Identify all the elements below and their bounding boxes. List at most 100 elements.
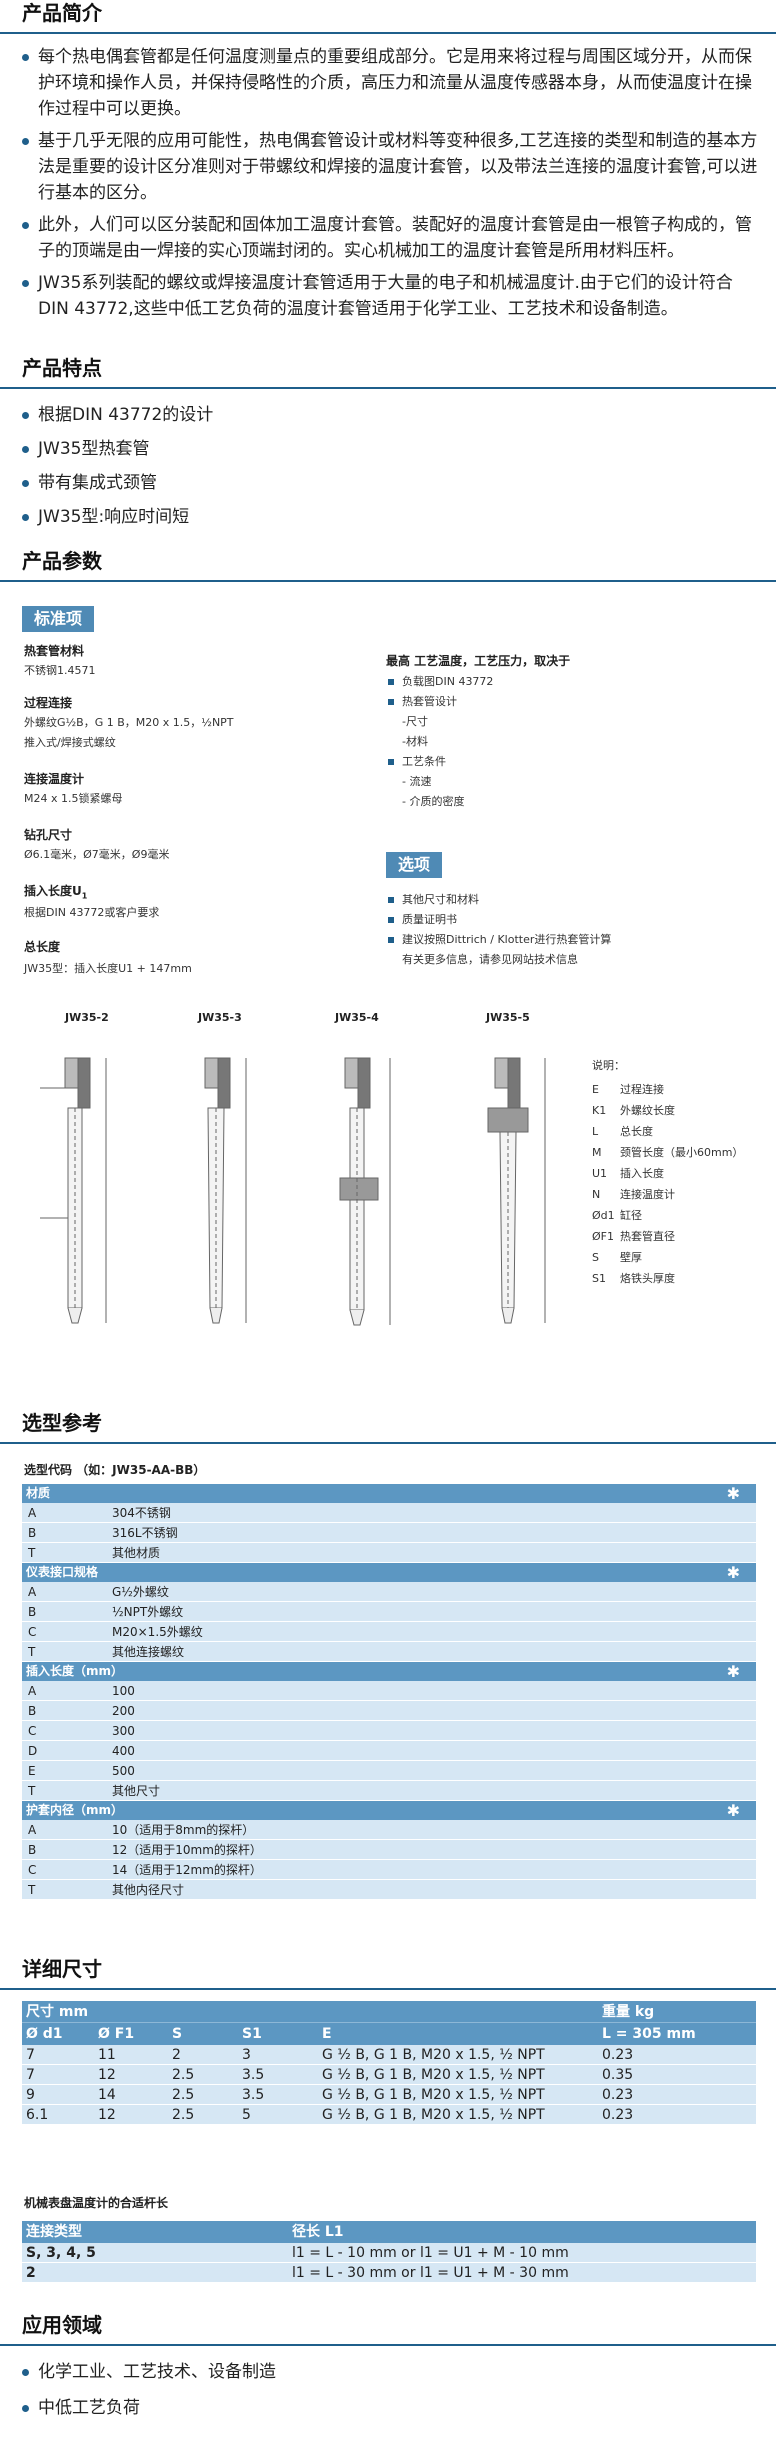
param-label: 总长度 bbox=[24, 940, 61, 954]
right-title: 最高 工艺温度，工艺压力，取决于 bbox=[386, 654, 571, 668]
list-item: JW35型热套管 bbox=[22, 436, 762, 462]
drawing-title: JW35-4 bbox=[335, 1011, 379, 1024]
drawing-title: JW35-5 bbox=[486, 1011, 530, 1024]
section-intro-heading: 产品简介 bbox=[0, 0, 776, 34]
legend-title: 说明： bbox=[592, 1059, 625, 1072]
mounting-table: 连接类型 径长 L1 S, 3, 4, 5 l1 = L - 10 mm or … bbox=[22, 2221, 756, 2283]
table-row: 2 l1 = L - 30 mm or l1 = U1 + M - 30 mm bbox=[22, 2263, 756, 2283]
section-selection-heading: 选型参考 bbox=[0, 1410, 776, 1444]
list-item: JW35型:响应时间短 bbox=[22, 504, 762, 530]
table-header: 连接类型 径长 L1 bbox=[22, 2221, 756, 2243]
list-item: 基于几乎无限的应用可能性，热电偶套管设计或材料等变种很多,工艺连接的类型和制造的… bbox=[22, 128, 762, 206]
list-item: 根据DIN 43772的设计 bbox=[22, 402, 762, 428]
drawing-jw35-2 bbox=[40, 1057, 107, 1324]
list-item: JW35系列装配的螺纹或焊接温度计套管适用于大量的电子和机械温度计.由于它们的设… bbox=[22, 270, 762, 322]
group-header: 材质✱ bbox=[22, 1484, 756, 1503]
list-item: 质量证明书 bbox=[386, 910, 611, 930]
options-list: 其他尺寸和材料 质量证明书 建议按照Dittrich / Klotter进行热套… bbox=[386, 890, 611, 970]
list-item: 工艺条件 bbox=[386, 752, 493, 772]
list-item: -材料 bbox=[402, 735, 428, 748]
table-header: Ø d1 Ø F1 S S1 E L = 305 mm bbox=[22, 2023, 756, 2045]
param-label: 连接温度计 bbox=[24, 772, 85, 786]
drawing-title: JW35-3 bbox=[198, 1011, 242, 1024]
list-item: 建议按照Dittrich / Klotter进行热套管计算 bbox=[386, 930, 611, 950]
param-value: 不锈钢1.4571 bbox=[24, 664, 96, 677]
param-value: 根据DIN 43772或客户要求 bbox=[24, 906, 160, 919]
list-item: 每个热电偶套管都是任何温度测量点的重要组成部分。它是用来将过程与周围区域分开，从… bbox=[22, 44, 762, 122]
selection-code-label: 选型代码 （如：JW35-AA-BB） bbox=[24, 1463, 206, 1477]
param-label: 钻孔尺寸 bbox=[24, 828, 73, 842]
list-item: - 流速 bbox=[402, 775, 432, 788]
options-tag: 选项 bbox=[386, 852, 443, 878]
param-value: 推入式/焊接式螺纹 bbox=[24, 736, 116, 749]
section-params-heading: 产品参数 bbox=[0, 548, 776, 582]
section-dimensions-heading: 详细尺寸 bbox=[0, 1956, 776, 1990]
list-item: 带有集成式颈管 bbox=[22, 470, 762, 496]
param-value: Ø6.1毫米，Ø7毫米，Ø9毫米 bbox=[24, 848, 170, 861]
section-features-heading: 产品特点 bbox=[0, 355, 776, 389]
param-value: JW35型：插入长度U1 + 147mm bbox=[24, 962, 192, 975]
param-label: 过程连接 bbox=[24, 696, 73, 710]
dimensions-table: 尺寸 mm 重量 kg Ø d1 Ø F1 S S1 E L = 305 mm … bbox=[22, 2001, 756, 2125]
right-list: 负载图DIN 43772 热套管设计 -尺寸 -材料 工艺条件 - 流速 - 介… bbox=[386, 672, 493, 812]
list-item: -尺寸 bbox=[402, 715, 428, 728]
standard-tag: 标准项 bbox=[22, 606, 95, 632]
intro-list: 每个热电偶套管都是任何温度测量点的重要组成部分。它是用来将过程与周围区域分开，从… bbox=[22, 44, 762, 322]
param-value: 外螺纹G½B，G 1 B，M20 x 1.5，½NPT bbox=[24, 716, 234, 729]
drawing-jw35-5 bbox=[487, 1057, 546, 1324]
drawing-title: JW35-2 bbox=[65, 1011, 109, 1024]
features-list: 根据DIN 43772的设计 JW35型热套管 带有集成式颈管 JW35型:响应… bbox=[22, 402, 762, 530]
list-item: 有关更多信息，请参见网站技术信息 bbox=[402, 953, 578, 966]
section-application-heading: 应用领域 bbox=[0, 2312, 776, 2346]
group-header: 护套内径（mm）✱ bbox=[22, 1801, 756, 1820]
table-row: S, 3, 4, 5 l1 = L - 10 mm or l1 = U1 + M… bbox=[22, 2243, 756, 2263]
application-list: 化学工业、工艺技术、设备制造 中低工艺负荷 bbox=[22, 2359, 762, 2421]
list-item: - 介质的密度 bbox=[402, 795, 465, 808]
list-item: 负载图DIN 43772 bbox=[386, 672, 493, 692]
drawing-jw35-4 bbox=[339, 1057, 391, 1326]
list-item: 化学工业、工艺技术、设备制造 bbox=[22, 2359, 762, 2385]
mounting-title: 机械表盘温度计的合适杆长 bbox=[24, 2196, 169, 2210]
list-item: 中低工艺负荷 bbox=[22, 2395, 762, 2421]
drawing-jw35-3 bbox=[204, 1057, 247, 1324]
list-item: 其他尺寸和材料 bbox=[386, 890, 611, 910]
list-item: 热套管设计 bbox=[386, 692, 493, 712]
group-header: 仪表接口规格✱ bbox=[22, 1563, 756, 1582]
group-header: 插入长度（mm）✱ bbox=[22, 1662, 756, 1681]
param-label: 插入长度U1 bbox=[24, 884, 88, 901]
param-label: 热套管材料 bbox=[24, 644, 85, 658]
list-item: 此外，人们可以区分装配和固体加工温度计套管。装配好的温度计套管是由一根管子构成的… bbox=[22, 212, 762, 264]
thermowell-drawings bbox=[40, 1057, 546, 1326]
